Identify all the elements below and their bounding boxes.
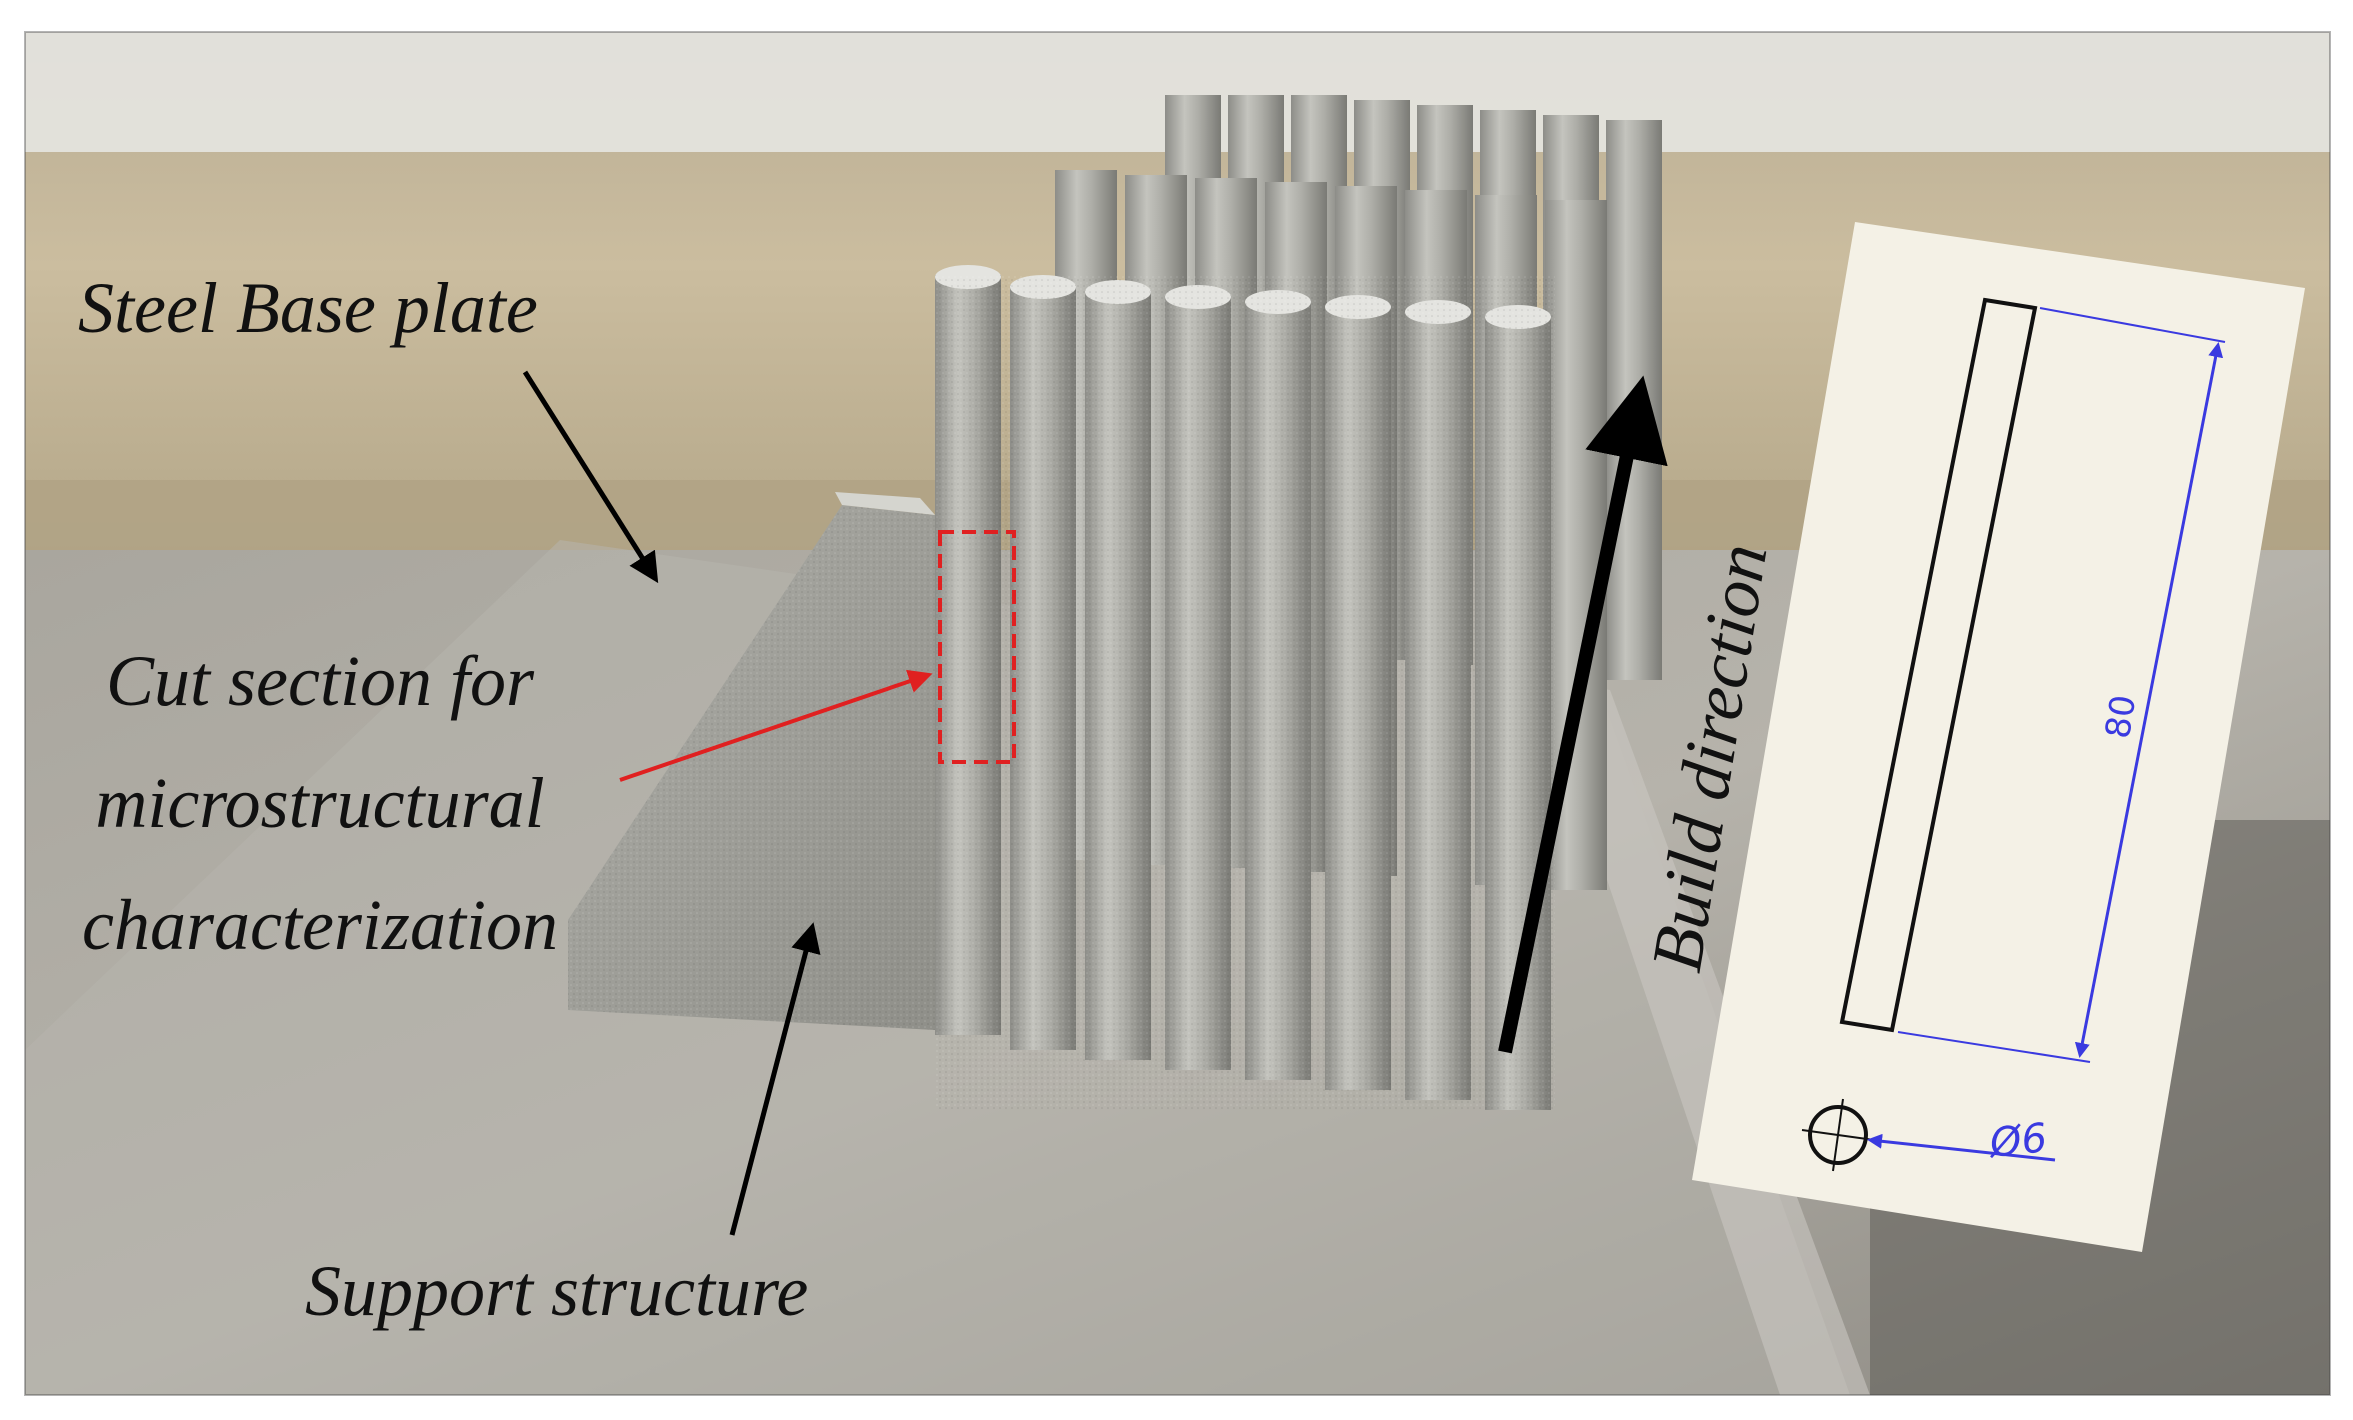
- base-plate-arrow: [522, 370, 659, 584]
- dim-line-length: [2074, 342, 2224, 1058]
- rod-section-circle: [1808, 1105, 1868, 1165]
- section-center-v: [1832, 1098, 1844, 1172]
- label-cut-line-2: microstructural: [95, 763, 545, 843]
- label-cut-line-1: Cut section for: [106, 641, 534, 721]
- dimension-diameter-label: Ø6: [1987, 1115, 2050, 1167]
- dim-leader-diameter: [1867, 1133, 2056, 1162]
- support-speckle: [568, 505, 935, 1030]
- raised-plate-right: [1540, 680, 1870, 1395]
- cut-section-arrow: [619, 669, 933, 782]
- rods-speckle: [935, 275, 1555, 1110]
- label-cut-line-3: characterization: [82, 885, 558, 965]
- label-cut-section: Cut section for microstructural characte…: [20, 620, 620, 986]
- dim-extension-bottom: [1897, 1031, 2091, 1063]
- support-arrow: [729, 922, 821, 1236]
- rod-outline: [1839, 297, 2038, 1033]
- cut-section-box: [938, 530, 1016, 764]
- build-direction-arrow: [1498, 375, 1668, 1054]
- label-steel-base-plate: Steel Base plate: [78, 268, 538, 348]
- image-frame: [24, 31, 2331, 1396]
- dim-extension-top: [2039, 307, 2226, 343]
- dimension-length-label: 80: [2098, 692, 2145, 742]
- label-support-structure: Support structure: [305, 1251, 809, 1331]
- support-top-face: [835, 492, 935, 515]
- drawing-inset: [1692, 222, 2305, 1252]
